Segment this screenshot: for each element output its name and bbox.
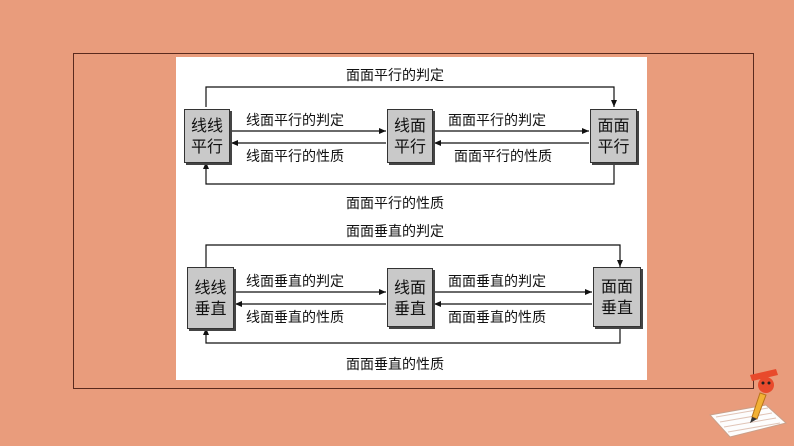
perpendicular-right-lower-label: 面面垂直的性质 xyxy=(448,310,546,326)
box-line-plane-parallel: 线面 平行 xyxy=(387,109,433,163)
perpendicular-right-upper-label: 面面垂直的判定 xyxy=(448,274,546,290)
connector-lines xyxy=(203,86,623,344)
box-line-line-parallel: 线线 平行 xyxy=(184,109,230,163)
parallel-top-label: 面面平行的判定 xyxy=(346,68,444,84)
box-line-plane-perpendicular: 线面 垂直 xyxy=(387,268,433,327)
box-line-line-perpendicular: 线线 垂直 xyxy=(187,267,234,329)
parallel-bottom-label: 面面平行的性质 xyxy=(346,196,444,212)
parallel-right-upper-label: 面面平行的判定 xyxy=(448,113,546,129)
box-plane-plane-parallel: 面面 平行 xyxy=(590,109,637,163)
notebook-pencil-icon xyxy=(709,369,788,438)
box-plane-plane-perpendicular: 面面 垂直 xyxy=(593,267,641,327)
perpendicular-left-lower-label: 线面垂直的性质 xyxy=(246,310,344,326)
parallel-left-upper-label: 线面平行的判定 xyxy=(246,113,344,129)
diagram-panel: 面面平行的判定 线线 平行 线面 平行 面面 平行 线面平行的判定 线面平行的性… xyxy=(176,57,647,380)
parallel-left-lower-label: 线面平行的性质 xyxy=(246,149,344,165)
perpendicular-left-upper-label: 线面垂直的判定 xyxy=(246,274,344,290)
perpendicular-top-label: 面面垂直的判定 xyxy=(346,224,444,240)
slide-frame xyxy=(73,53,754,389)
parallel-right-lower-label: 面面平行的性质 xyxy=(454,149,552,165)
perpendicular-bottom-label: 面面垂直的性质 xyxy=(346,357,444,373)
